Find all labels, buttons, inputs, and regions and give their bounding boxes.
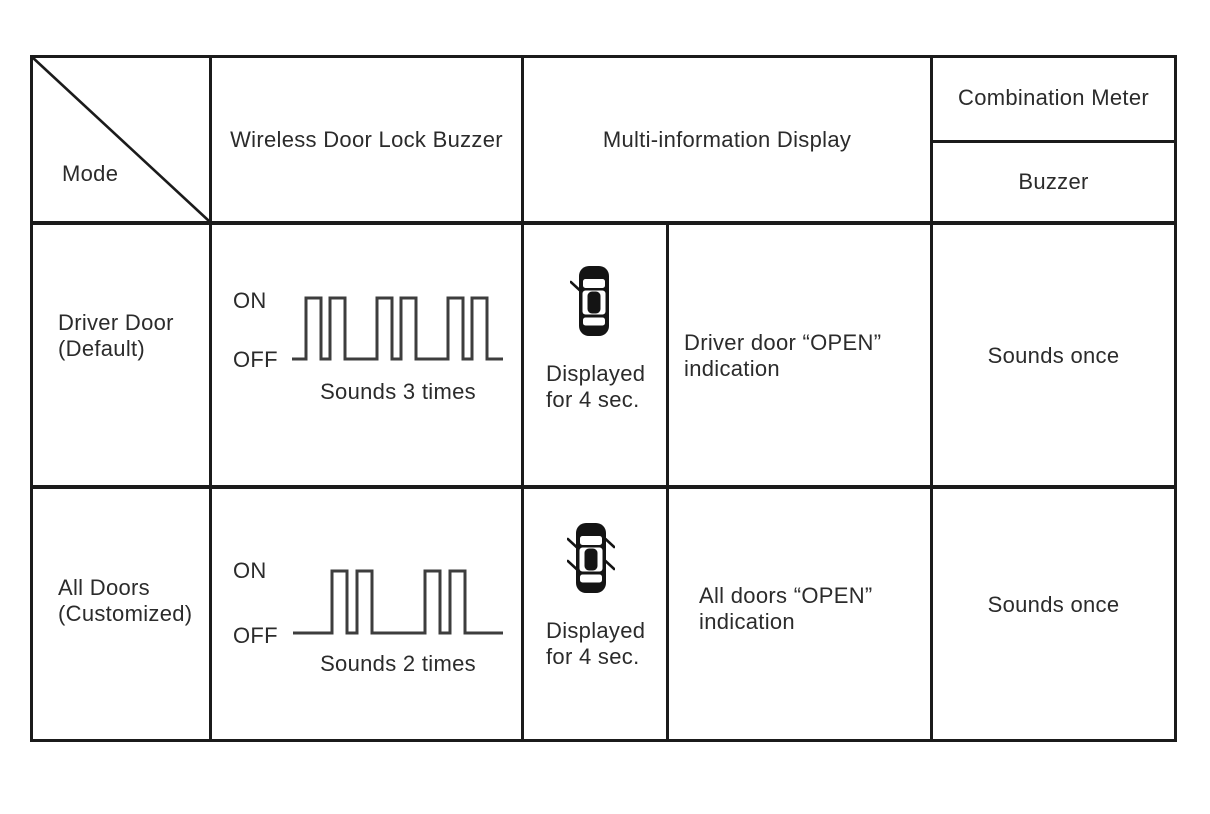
indication-line2: indication — [699, 609, 795, 634]
combination-meter-split-line — [930, 140, 1177, 143]
car-driver-door-open-icon — [570, 266, 609, 336]
indication-line2: indication — [684, 356, 780, 381]
table-border-left — [30, 55, 33, 742]
indication-line1: Driver door “OPEN” — [684, 330, 882, 355]
mode-header-diagonal-line — [30, 55, 210, 222]
table-border-top — [30, 55, 1177, 58]
mode-qualifier: (Customized) — [58, 601, 193, 626]
buzzer-sounds-label: Sounds 2 times — [320, 651, 476, 676]
table-col-line-mid-split — [666, 221, 669, 742]
buzzer-waveform — [293, 569, 503, 635]
mid-caption-line1: Displayed — [546, 618, 646, 643]
mid-display-caption: Displayed for 4 sec. — [546, 361, 645, 413]
table-col-line-buzzer — [521, 55, 524, 742]
mid-indication-text: Driver door “OPEN” indication — [684, 330, 881, 382]
table-border-right — [1174, 55, 1177, 742]
buzzer-sounds-label: Sounds 3 times — [320, 379, 476, 404]
mid-caption-line1: Displayed — [546, 361, 646, 386]
wave-off-label: OFF — [233, 623, 278, 648]
indication-line1: All doors “OPEN” — [699, 583, 873, 608]
combination-meter-buzzer-value: Sounds once — [987, 343, 1120, 368]
row-mode-label: All Doors (Customized) — [58, 575, 192, 627]
mid-indication-text: All doors “OPEN” indication — [699, 583, 873, 635]
car-all-doors-open-icon — [567, 523, 615, 593]
mid-caption-line2: for 4 sec. — [546, 644, 640, 669]
table-col-line-mode — [209, 55, 212, 742]
combination-meter-header-label: Combination Meter — [958, 85, 1149, 110]
multi-information-display-header-label: Multi-information Display — [602, 127, 852, 152]
combination-meter-buzzer-sublabel: Buzzer — [1018, 169, 1089, 194]
wireless-buzzer-header-label: Wireless Door Lock Buzzer — [230, 127, 503, 152]
combination-meter-buzzer-value: Sounds once — [987, 592, 1120, 617]
mode-name: All Doors — [58, 575, 150, 600]
row-divider-line — [30, 485, 1177, 489]
mid-caption-line2: for 4 sec. — [546, 387, 640, 412]
table-border-bottom — [30, 739, 1177, 742]
table-col-line-combination — [930, 55, 933, 742]
mid-display-caption: Displayed for 4 sec. — [546, 618, 645, 670]
mode-header-label: Mode — [62, 161, 119, 186]
wave-on-label: ON — [233, 558, 267, 583]
row-mode-label: Driver Door (Default) — [58, 310, 174, 362]
header-bottom-line — [30, 221, 1177, 225]
wave-off-label: OFF — [233, 347, 278, 372]
mode-name: Driver Door — [58, 310, 174, 335]
buzzer-waveform — [292, 296, 503, 361]
wave-on-label: ON — [233, 288, 267, 313]
mode-qualifier: (Default) — [58, 336, 146, 361]
